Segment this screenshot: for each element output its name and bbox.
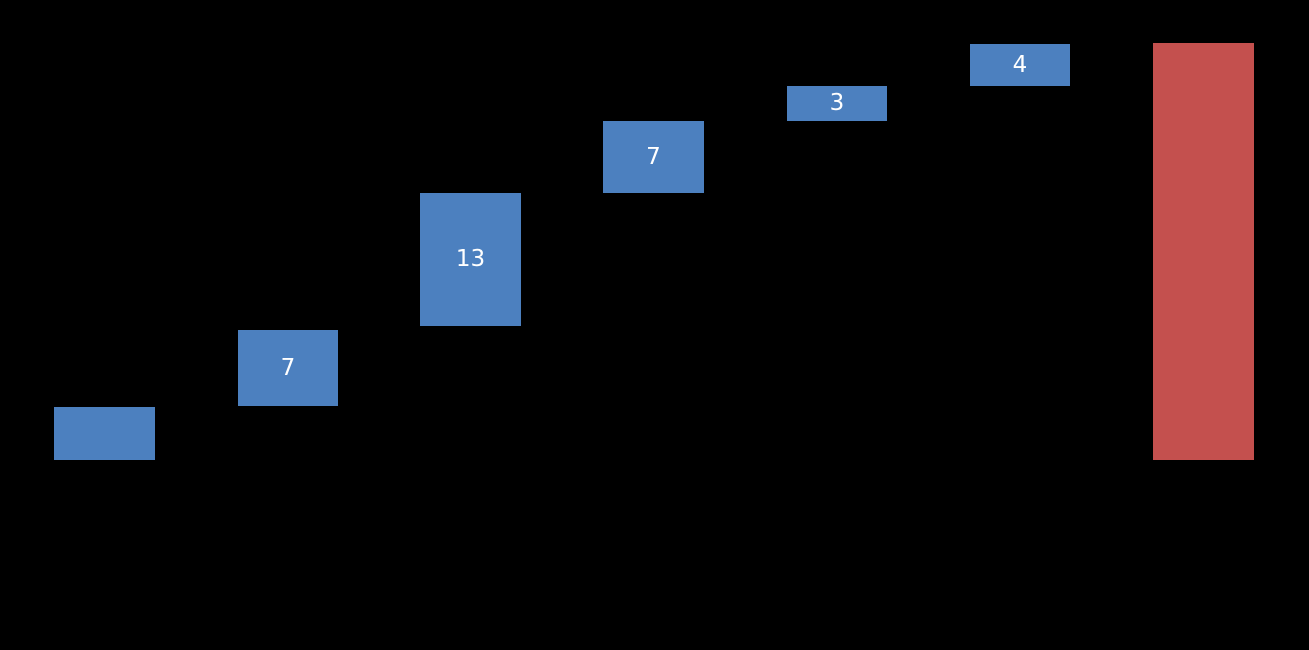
waterfall-bar[interactable]: 13 [420, 193, 521, 326]
bar-value-label: 4 [1012, 51, 1028, 78]
waterfall-bar[interactable]: 3 [787, 86, 887, 121]
bar-value-label: 13 [455, 246, 486, 272]
waterfall-bar[interactable]: 4 [970, 44, 1070, 86]
waterfall-bar-total[interactable] [1153, 43, 1254, 460]
waterfall-bar[interactable]: 7 [603, 121, 704, 193]
bar-value-label: 3 [829, 90, 845, 116]
bar-value-label: 7 [280, 354, 296, 381]
waterfall-bar[interactable]: 7 [238, 330, 338, 406]
bar-value-label: 7 [646, 143, 661, 170]
waterfall-bar[interactable] [54, 407, 155, 460]
